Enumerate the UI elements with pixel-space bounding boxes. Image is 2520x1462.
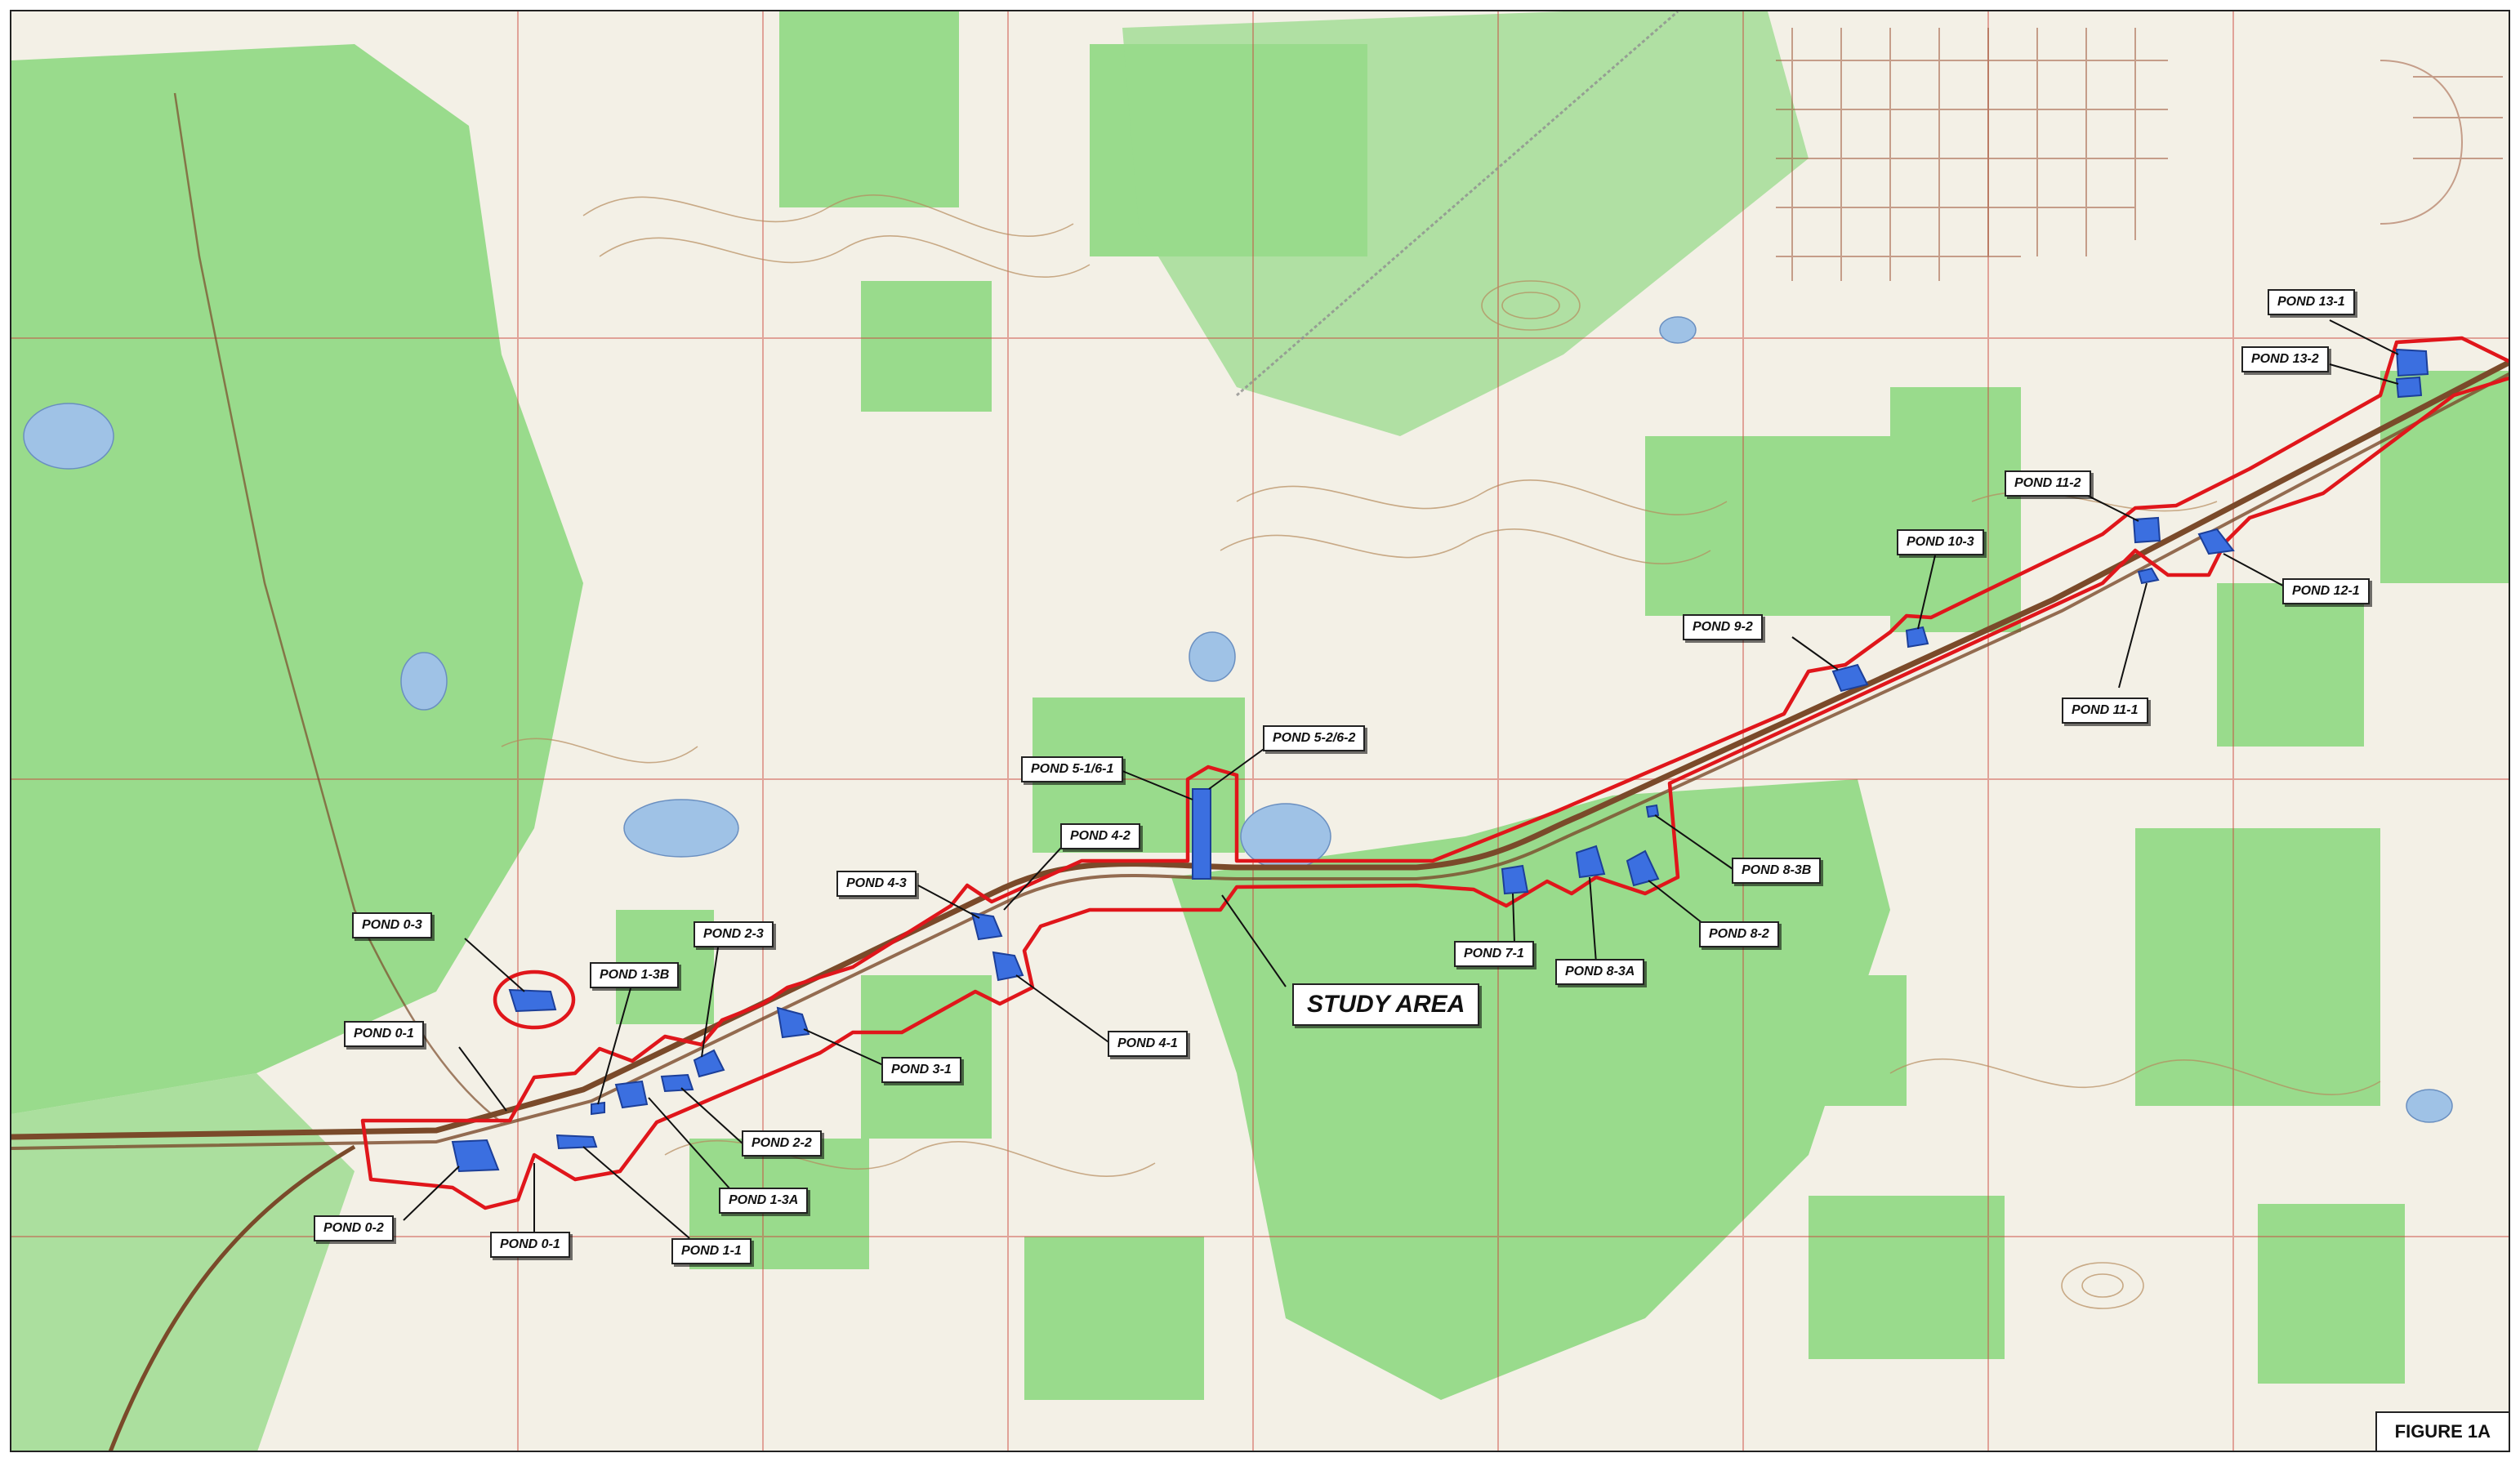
pond-shape xyxy=(2137,567,2160,585)
vegetation-layer xyxy=(11,11,2509,1451)
label-pond-1-1: POND 1-1 xyxy=(671,1238,752,1264)
leader-line xyxy=(1512,893,1515,943)
leader-line xyxy=(701,947,719,1058)
leader-line xyxy=(1791,636,1839,671)
leader-line xyxy=(403,1166,460,1221)
leader-line xyxy=(1015,974,1112,1045)
pond-shape xyxy=(508,988,557,1013)
leader-line xyxy=(2118,582,2148,689)
leader-line xyxy=(458,1046,507,1112)
label-pond-2-3: POND 2-3 xyxy=(694,921,774,947)
leader-line xyxy=(1208,744,1270,790)
highway-layer xyxy=(11,11,2509,1451)
label-pond-8-2: POND 8-2 xyxy=(1699,921,1779,947)
leader-line xyxy=(1654,814,1736,871)
leader-line xyxy=(1917,555,1936,630)
label-pond-11-1: POND 11-1 xyxy=(2062,698,2148,724)
ponds-layer xyxy=(451,348,2429,1173)
map-canvas xyxy=(11,11,2509,1451)
pond-shape xyxy=(2132,516,2161,544)
leader-line xyxy=(1003,837,1071,911)
pond-shape xyxy=(1905,626,1929,649)
leader-line xyxy=(1221,894,1287,987)
label-pond-11-2: POND 11-2 xyxy=(2005,470,2091,497)
pond-shape xyxy=(555,1134,598,1150)
label-pond-13-1: POND 13-1 xyxy=(2268,289,2355,315)
section-grid xyxy=(11,11,2509,1451)
pond-shape xyxy=(970,912,1003,941)
leader-line xyxy=(2223,553,2291,591)
label-pond-1-3b: POND 1-3B xyxy=(590,962,680,988)
pond-shape xyxy=(660,1073,694,1093)
leader-line xyxy=(464,938,525,992)
label-pond-4-3: POND 4-3 xyxy=(836,871,917,897)
label-pond-4-1: POND 4-1 xyxy=(1108,1031,1188,1057)
study-area-label: STUDY AREA xyxy=(1292,983,1480,1026)
topographic-map: POND 0-3 POND 1-3B POND 2-3 POND 0-1 PON… xyxy=(10,10,2510,1452)
label-pond-3-1: POND 3-1 xyxy=(881,1057,961,1083)
pond-shape xyxy=(776,1006,810,1039)
label-pond-9-2: POND 9-2 xyxy=(1683,614,1763,640)
label-pond-5-2-6-2: POND 5-2/6-2 xyxy=(1263,725,1366,751)
label-pond-7-1: POND 7-1 xyxy=(1454,941,1534,967)
pond-shape xyxy=(1501,864,1529,895)
pond-shape xyxy=(591,1101,605,1116)
pond-shape xyxy=(1626,849,1660,887)
label-pond-0-1-bottom: POND 0-1 xyxy=(490,1232,570,1258)
label-pond-8-3a: POND 8-3A xyxy=(1555,959,1645,985)
leader-line xyxy=(1122,770,1193,800)
urban-street-grid xyxy=(1776,28,2503,281)
leader-line xyxy=(680,1087,743,1144)
pond-shape xyxy=(2395,348,2429,377)
pond-0-3-boundary xyxy=(493,969,576,1030)
leader-line xyxy=(803,1028,891,1069)
pond-shape xyxy=(614,1080,649,1109)
leader-line xyxy=(2329,319,2399,355)
study-area-boundary xyxy=(360,336,2509,1210)
pond-shape xyxy=(2395,376,2423,399)
lakes-layer xyxy=(23,316,2453,1123)
label-pond-2-2: POND 2-2 xyxy=(742,1130,822,1157)
label-pond-13-2: POND 13-2 xyxy=(2241,346,2329,372)
pond-shape xyxy=(1645,804,1660,818)
leader-line xyxy=(582,1146,690,1239)
leader-line xyxy=(648,1097,731,1190)
label-pond-1-3a: POND 1-3A xyxy=(719,1188,809,1214)
label-pond-8-3b: POND 8-3B xyxy=(1732,858,1822,884)
leader-line xyxy=(597,987,631,1105)
pond-shape xyxy=(2197,528,2235,555)
figure-label: FIGURE 1A xyxy=(2375,1411,2509,1451)
leader-line xyxy=(917,885,980,919)
label-pond-0-1-top: POND 0-1 xyxy=(344,1021,424,1047)
pond-shape xyxy=(1575,845,1606,879)
pond-shape xyxy=(1192,788,1211,880)
label-pond-0-2: POND 0-2 xyxy=(314,1215,394,1241)
pond-shape xyxy=(1831,663,1869,693)
label-pond-4-2: POND 4-2 xyxy=(1060,823,1140,849)
label-pond-0-3: POND 0-3 xyxy=(352,912,432,938)
pond-shape xyxy=(451,1139,500,1173)
label-pond-10-3: POND 10-3 xyxy=(1897,529,1984,555)
label-pond-12-1: POND 12-1 xyxy=(2282,578,2370,604)
leader-line xyxy=(1589,876,1597,964)
pond-shape xyxy=(992,951,1024,982)
label-pond-5-1-6-1: POND 5-1/6-1 xyxy=(1021,756,1124,782)
leader-line xyxy=(2329,363,2399,385)
